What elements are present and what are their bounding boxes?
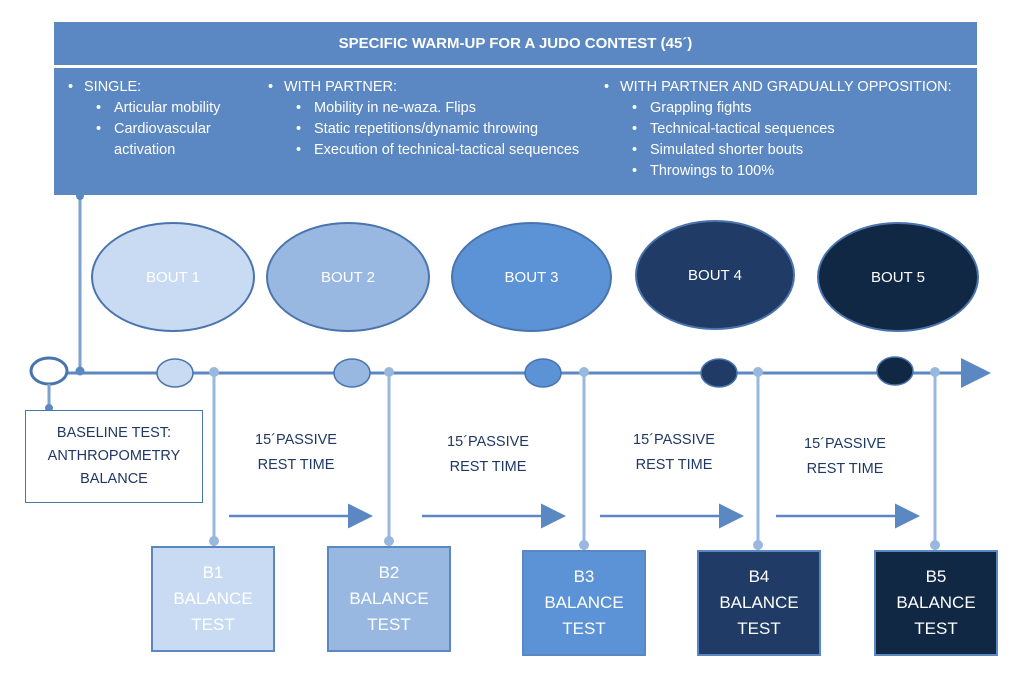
list-item: Throwings to 100% — [632, 161, 973, 182]
test-dot-bottom-3 — [579, 540, 589, 550]
balance-test-label: TEST — [367, 615, 411, 634]
baseline-test-box: BASELINE TEST: ANTHROPOMETRY BALANCE — [25, 410, 203, 503]
test-dot-bottom-4 — [753, 540, 763, 550]
bout-marker-1 — [156, 358, 194, 388]
column-heading: WITH PARTNER: — [262, 77, 597, 98]
rest-text: REST TIME — [635, 457, 713, 473]
list-item: Grappling fights — [632, 98, 973, 119]
rest-label-3: 15´PASSIVE REST TIME — [614, 428, 734, 478]
balance-test-id: B3 — [573, 567, 595, 586]
test-dot-top-2 — [384, 367, 394, 377]
bout-marker-3 — [524, 358, 562, 388]
list-item: Mobility in ne-waza. Flips — [296, 98, 597, 119]
balance-test-b1: B1 BALANCE TEST — [151, 546, 275, 652]
rest-label-1: 15´PASSIVE REST TIME — [236, 428, 356, 478]
list-item: Execution of technical-tactical sequence… — [296, 140, 597, 161]
bout-4: BOUT 4 — [635, 220, 795, 330]
balance-test-id: B4 — [748, 567, 770, 586]
list-item: Simulated shorter bouts — [632, 140, 973, 161]
test-dot-top-1 — [209, 367, 219, 377]
test-dot-top-4 — [753, 367, 763, 377]
balance-test-label: BALANCE — [173, 589, 253, 608]
warmup-column-opposition: WITH PARTNER AND GRADUALLY OPPOSITION: G… — [598, 77, 973, 182]
balance-test-label: TEST — [562, 619, 606, 638]
balance-test-label: BALANCE — [896, 593, 976, 612]
bout-3: BOUT 3 — [451, 222, 612, 332]
balance-test-label: TEST — [737, 619, 781, 638]
list-item: Cardiovascular activation — [96, 119, 262, 161]
balance-test-b2: B2 BALANCE TEST — [327, 546, 451, 652]
balance-test-label: TEST — [191, 615, 235, 634]
balance-test-id: B5 — [925, 567, 947, 586]
list-item: Technical-tactical sequences — [632, 119, 973, 140]
balance-test-label: BALANCE — [349, 589, 429, 608]
bout-2: BOUT 2 — [266, 222, 430, 332]
baseline-line-2: ANTHROPOMETRY — [47, 448, 181, 464]
test-dot-top-3 — [579, 367, 589, 377]
header-title: SPECIFIC WARM-UP FOR A JUDO CONTEST (45´… — [54, 22, 977, 65]
balance-test-label: BALANCE — [719, 593, 799, 612]
rest-duration: 15´PASSIVE — [447, 434, 529, 450]
rest-duration: 15´PASSIVE — [633, 432, 715, 448]
baseline-line-3: BALANCE — [80, 471, 148, 487]
bout-marker-2 — [333, 358, 371, 388]
rest-duration: 15´PASSIVE — [804, 436, 886, 452]
balance-test-label: TEST — [914, 619, 958, 638]
column-heading: SINGLE: — [62, 77, 262, 98]
rest-text: REST TIME — [257, 457, 335, 473]
balance-test-id: B1 — [202, 563, 224, 582]
test-dot-bottom-2 — [384, 536, 394, 546]
header-body: SINGLE: Articular mobility Cardiovascula… — [54, 68, 977, 195]
bout-marker-4 — [700, 358, 738, 388]
bout-5: BOUT 5 — [817, 222, 979, 332]
bout-1: BOUT 1 — [91, 222, 255, 332]
rest-duration: 15´PASSIVE — [255, 432, 337, 448]
balance-test-b3: B3 BALANCE TEST — [522, 550, 646, 656]
baseline-line-1: BASELINE TEST: — [56, 425, 172, 441]
balance-test-b4: B4 BALANCE TEST — [697, 550, 821, 656]
list-item: Static repetitions/dynamic throwing — [296, 119, 597, 140]
balance-test-label: BALANCE — [544, 593, 624, 612]
rest-label-4: 15´PASSIVE REST TIME — [785, 432, 905, 482]
balance-test-b5: B5 BALANCE TEST — [874, 550, 998, 656]
timeline-start-circle — [29, 356, 69, 386]
bout-marker-5 — [876, 356, 914, 386]
warmup-column-single: SINGLE: Articular mobility Cardiovascula… — [62, 77, 262, 161]
test-dot-top-5 — [930, 367, 940, 377]
rest-text: REST TIME — [449, 459, 527, 475]
balance-test-id: B2 — [378, 563, 400, 582]
column-heading: WITH PARTNER AND GRADUALLY OPPOSITION: — [598, 77, 973, 98]
test-dot-bottom-5 — [930, 540, 940, 550]
rest-label-2: 15´PASSIVE REST TIME — [428, 430, 548, 480]
list-item: Articular mobility — [96, 98, 262, 119]
rest-text: REST TIME — [806, 461, 884, 477]
warmup-column-partner: WITH PARTNER: Mobility in ne-waza. Flips… — [262, 77, 597, 161]
test-dot-bottom-1 — [209, 536, 219, 546]
